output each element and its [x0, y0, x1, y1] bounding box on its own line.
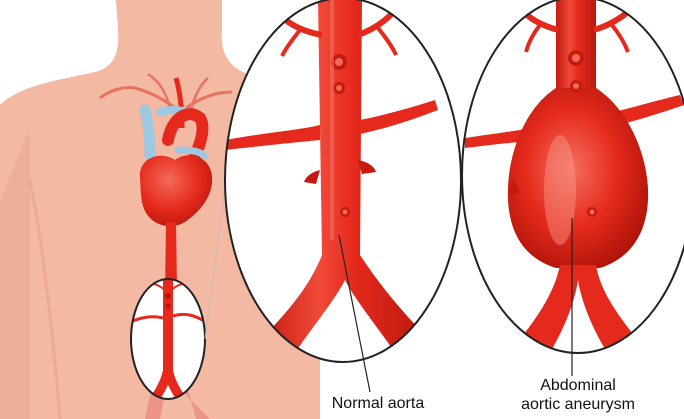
- normal-aorta-panel: [225, 0, 461, 362]
- aneurysm-panel: [462, 0, 684, 360]
- aneurysm-label-line2: aortic aneurysm: [508, 395, 648, 414]
- normal-aorta-label: Normal aorta: [318, 394, 438, 413]
- aneurysm-label-line1: Abdominal: [508, 376, 648, 395]
- aneurysm-label: Abdominal aortic aneurysm: [508, 376, 648, 414]
